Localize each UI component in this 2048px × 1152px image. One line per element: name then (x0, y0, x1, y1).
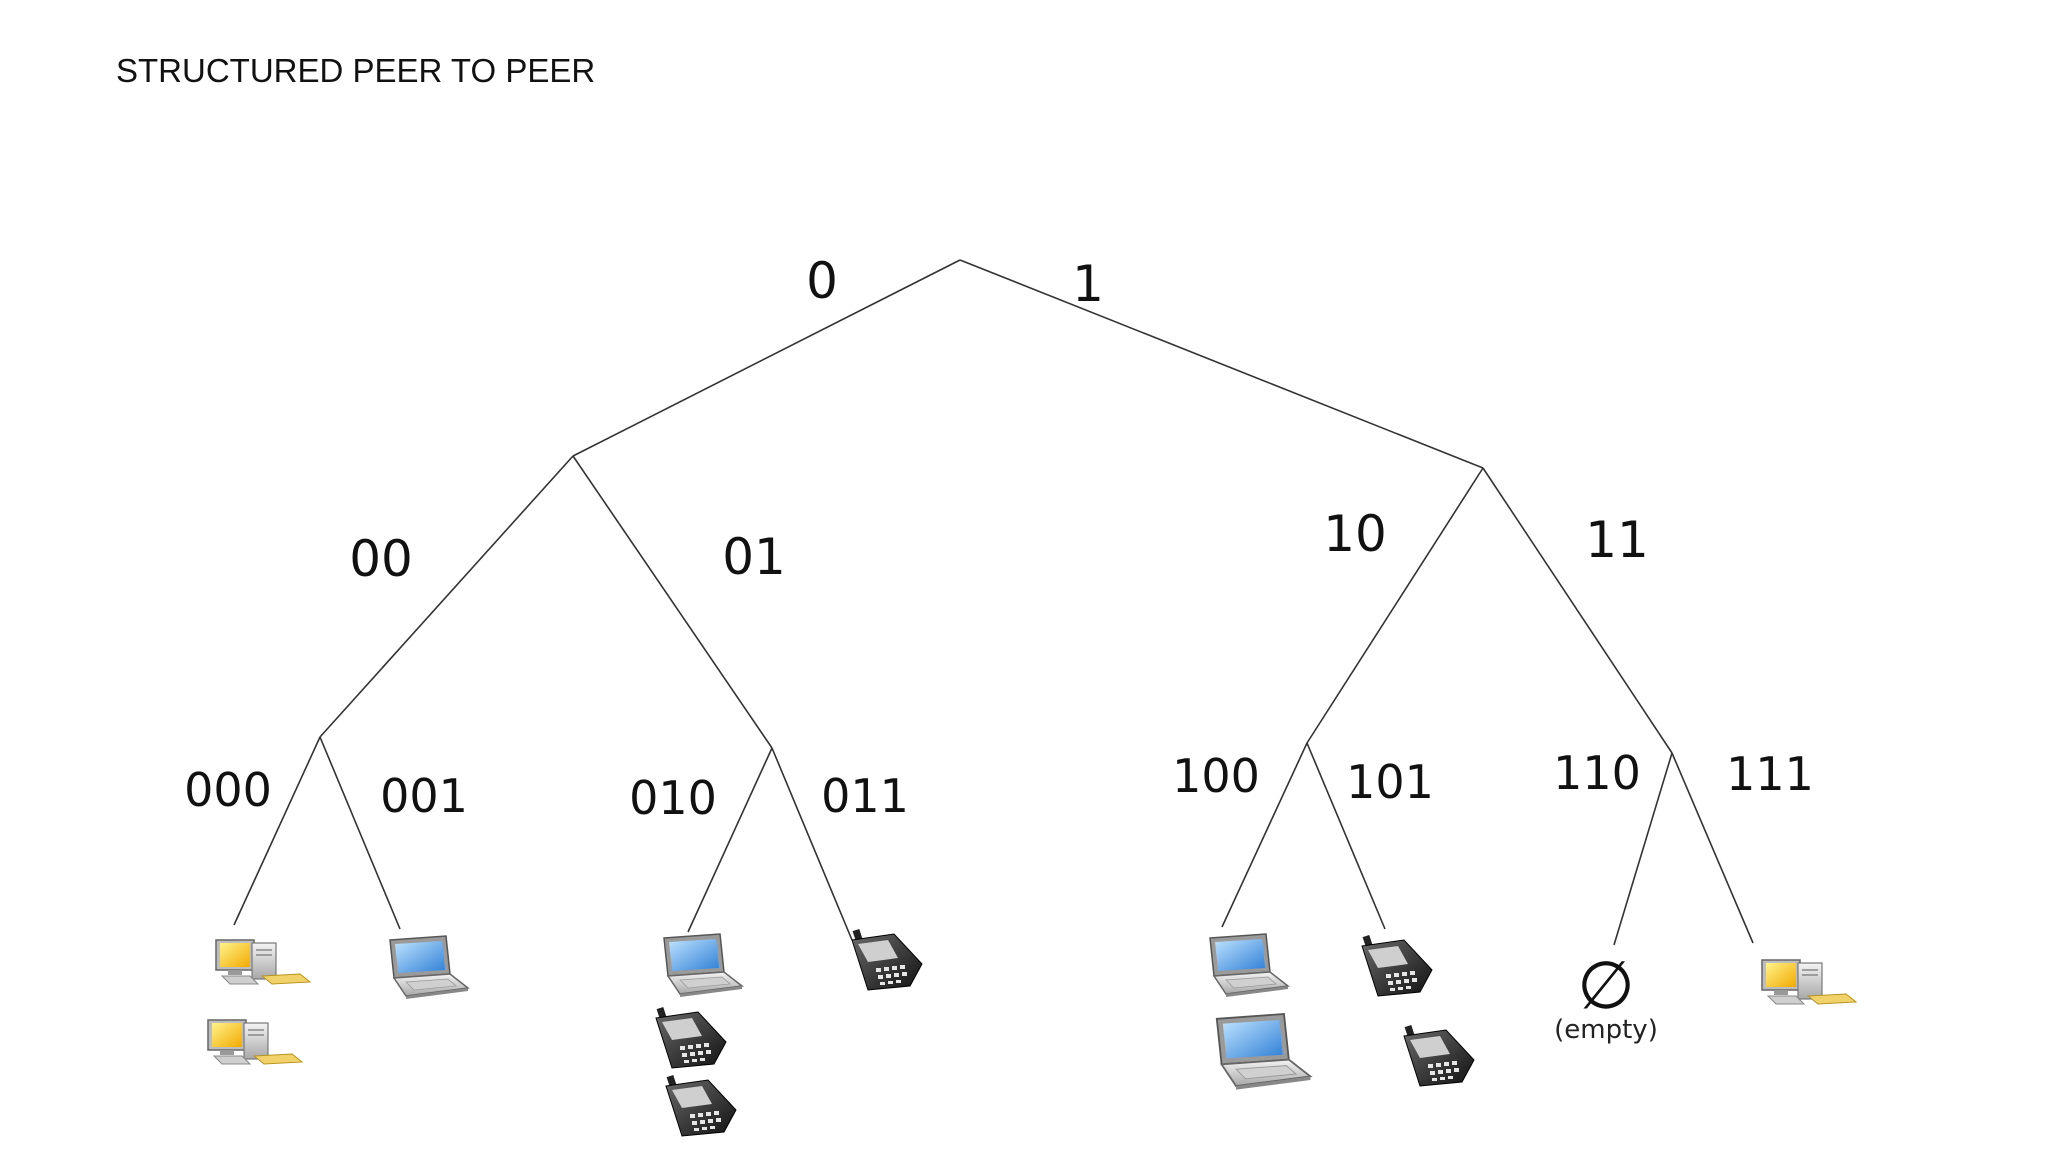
label-00: 00 (349, 530, 413, 588)
smartphone-icon (665, 1074, 737, 1137)
laptop-icon (389, 935, 469, 1000)
label-011: 011 (821, 769, 909, 823)
label-11: 11 (1585, 511, 1649, 569)
label-001: 001 (380, 769, 468, 823)
laptop-icon (1215, 1013, 1312, 1091)
laptop-icon (663, 933, 743, 998)
label-010: 010 (629, 771, 717, 825)
edge-labels: 0 1 00 01 10 11 000 001 010 011 100 101 … (184, 252, 1814, 825)
label-110: 110 (1553, 746, 1641, 800)
leaf-011 (851, 928, 923, 991)
empty-label: (empty) (1554, 1015, 1658, 1045)
leaf-000 (207, 939, 311, 1065)
label-0: 0 (806, 252, 838, 310)
smartphone-icon (851, 928, 923, 991)
desktop-computer-icon (207, 1019, 303, 1065)
desktop-computer-icon (215, 939, 311, 985)
slide-title: STRUCTURED PEER TO PEER (116, 52, 596, 89)
label-000: 000 (184, 763, 272, 817)
leaf-001 (389, 935, 469, 1000)
label-10: 10 (1323, 505, 1387, 563)
label-01: 01 (722, 528, 786, 586)
laptop-icon (1209, 933, 1289, 998)
leaf-110: ∅ (empty) (1554, 947, 1658, 1045)
leaf-010 (655, 933, 743, 1137)
empty-set-symbol: ∅ (1577, 947, 1635, 1024)
label-100: 100 (1172, 749, 1260, 803)
leaf-111 (1761, 959, 1857, 1005)
leaf-100 (1209, 933, 1312, 1091)
smartphone-icon (1361, 934, 1433, 997)
label-1: 1 (1072, 255, 1104, 313)
label-111: 111 (1726, 747, 1814, 801)
tree-edges (233, 259, 1754, 946)
desktop-computer-icon (1761, 959, 1857, 1005)
smartphone-icon (655, 1006, 727, 1069)
leaf-101 (1361, 934, 1475, 1087)
smartphone-icon (1403, 1024, 1475, 1087)
label-101: 101 (1346, 755, 1434, 809)
